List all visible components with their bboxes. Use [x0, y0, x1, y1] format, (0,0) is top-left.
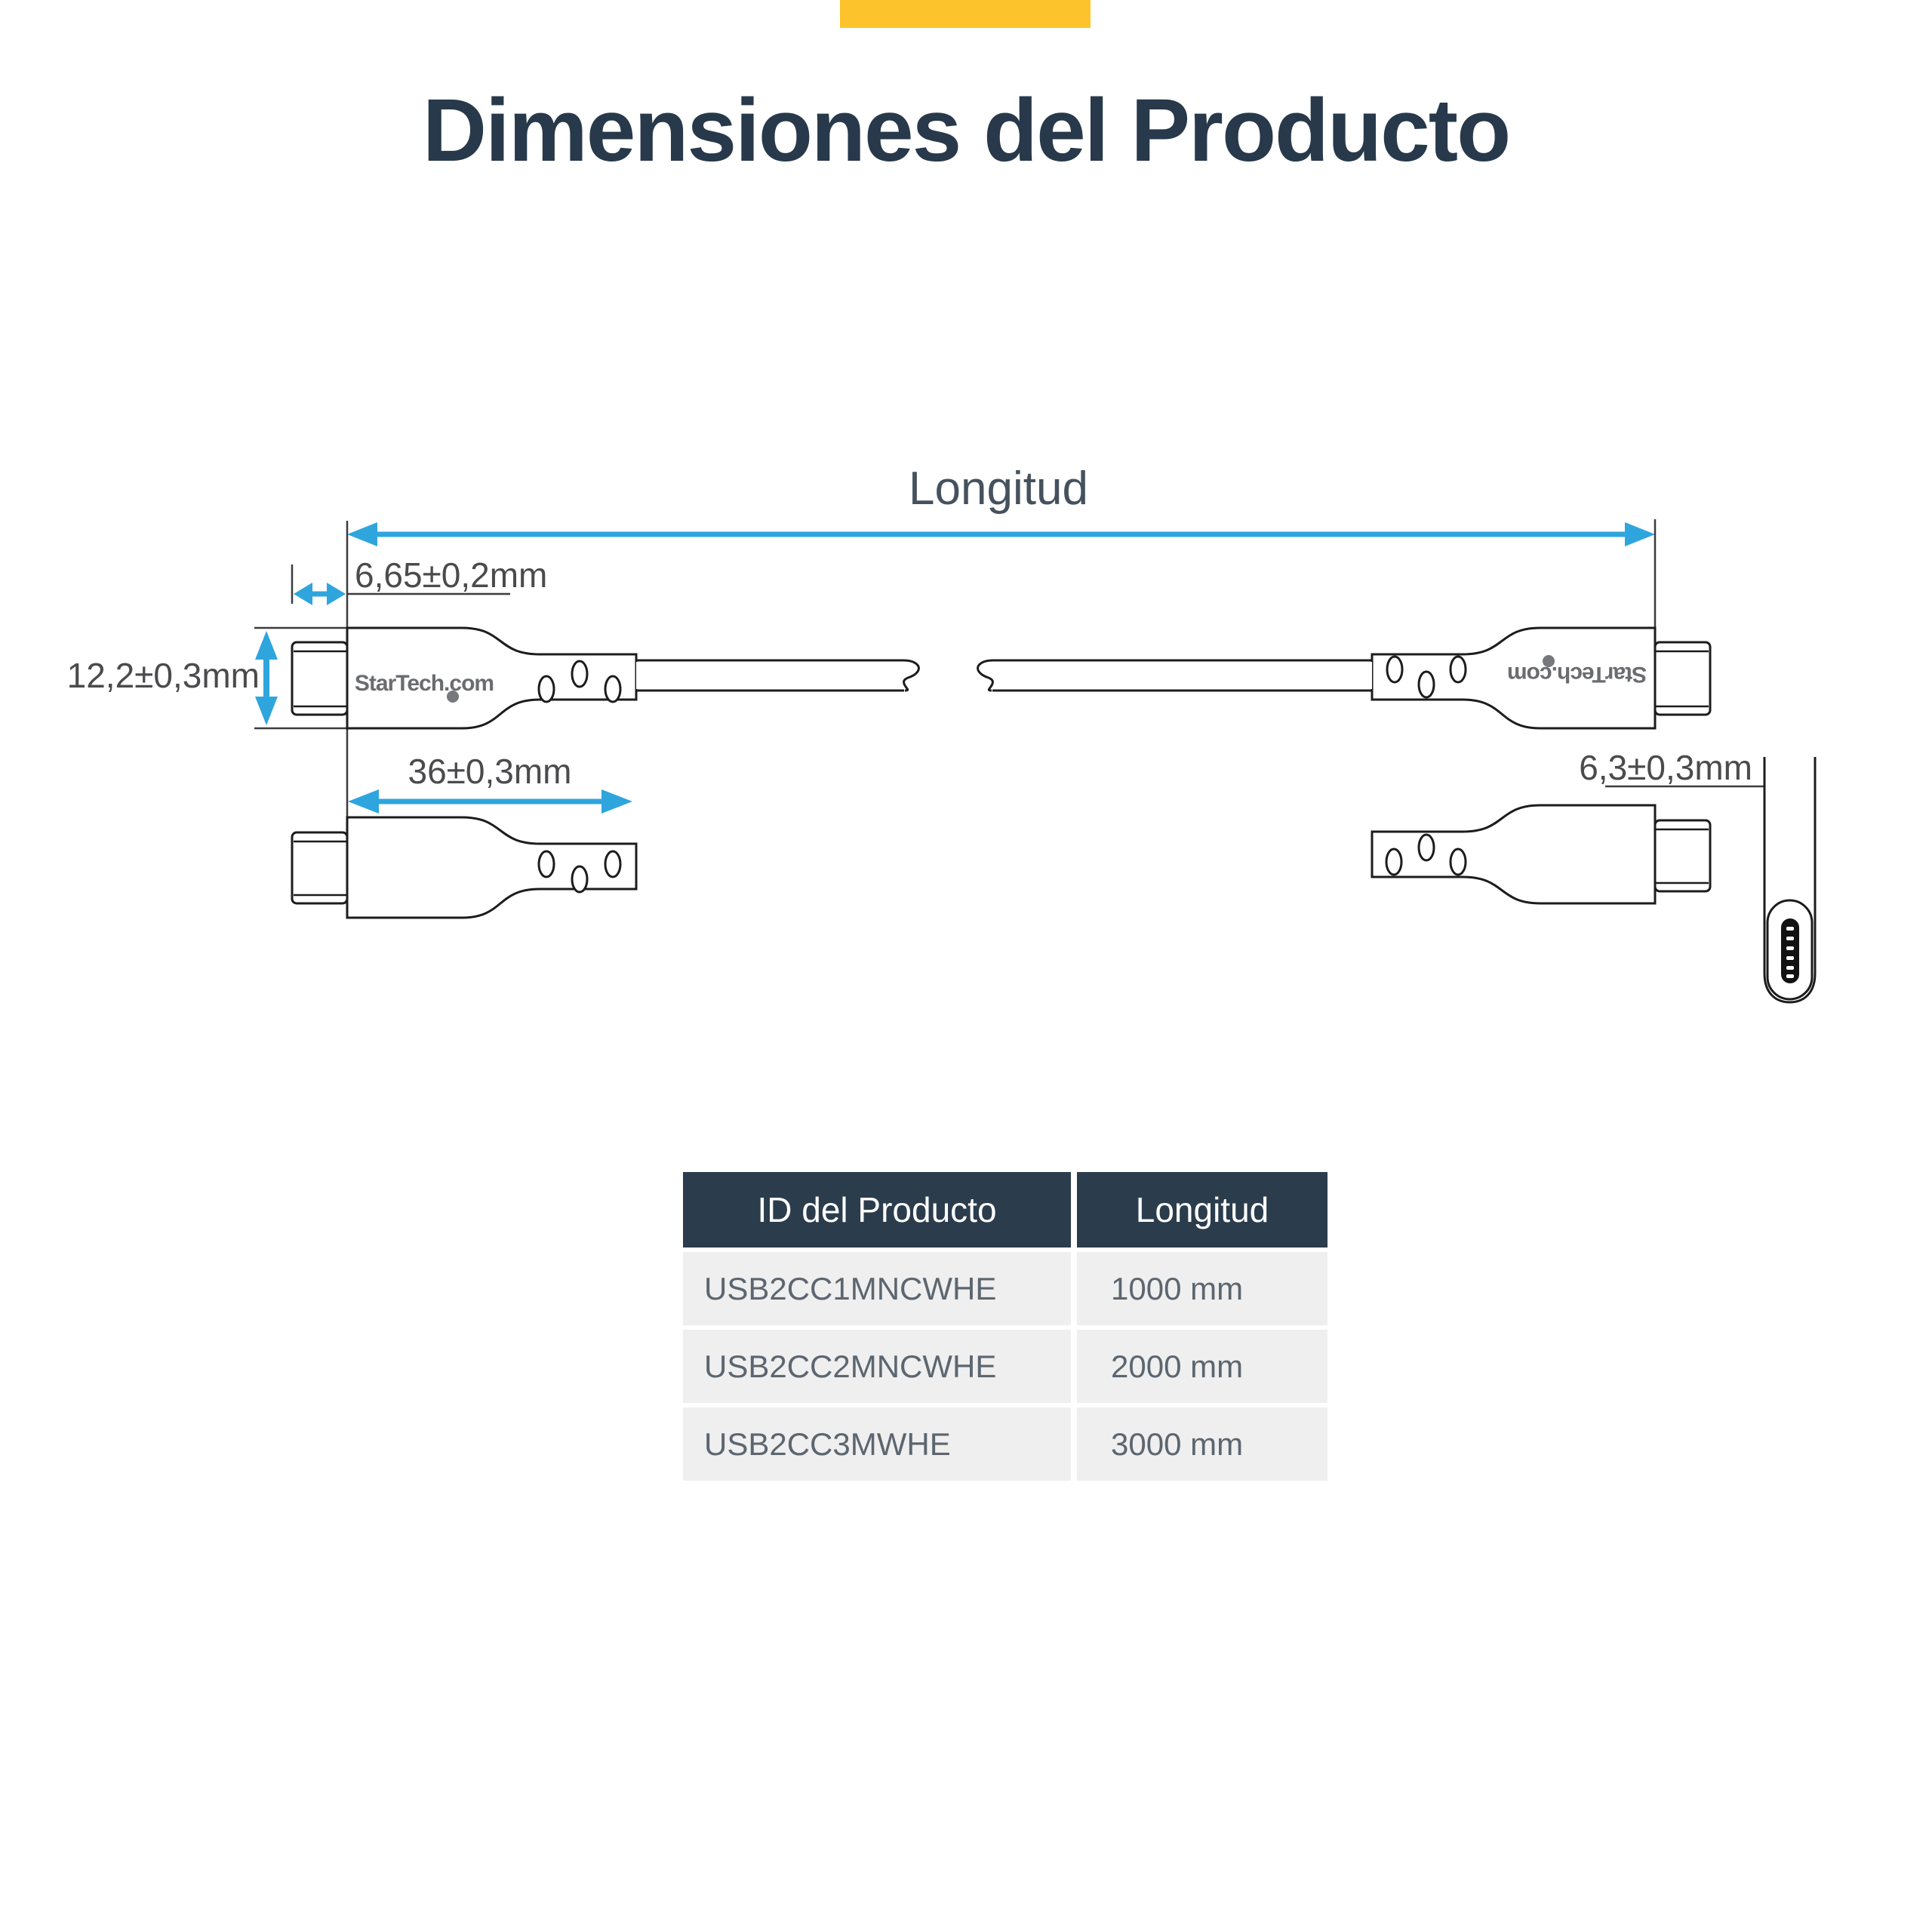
cable-break-left-icon	[903, 659, 920, 692]
plug-length-label: 6,65±0,2mm	[355, 555, 547, 595]
dimensions-diagram: Longitud 6,65±0,2mm 12,2±0,3mm	[67, 463, 1817, 1004]
startech-logo: StarTech.com	[355, 671, 494, 703]
thickness-label: 6,3±0,3mm	[1579, 748, 1752, 787]
thickness-dimension: 6,3±0,3mm	[1579, 748, 1814, 797]
page-title: Dimensiones del Producto	[422, 81, 1511, 180]
left-connector-side-view: StarTech.com	[291, 626, 920, 730]
usb-c-plug-tip	[1654, 819, 1712, 893]
product-id-cell: USB2CC3MWHE	[683, 1407, 1071, 1481]
usb-c-pins	[1786, 927, 1794, 978]
product-id-cell: USB2CC2MNCWHE	[683, 1330, 1071, 1403]
right-connector-bottom-view	[1371, 804, 1712, 905]
body-length-label: 36±0,3mm	[408, 752, 572, 791]
plug-length-dimension: 6,65±0,2mm	[291, 555, 547, 605]
brand-accent-bar	[840, 0, 1091, 28]
svg-text:StarTech.com: StarTech.com	[355, 671, 494, 696]
startech-logo-rotated: StarTech.com	[1508, 655, 1647, 687]
connector-width-dimension: 12,2±0,3mm	[67, 626, 347, 730]
column-header-product-id: ID del Producto	[683, 1172, 1071, 1247]
cable-break-right-icon	[977, 659, 994, 692]
usb-c-plug-tip	[291, 831, 349, 905]
connector-width-label: 12,2±0,3mm	[67, 656, 260, 695]
product-length-table: ID del Producto Longitud USB2CC1MNCWHE 1…	[683, 1172, 1327, 1481]
arrowhead-right-icon	[1625, 522, 1655, 546]
length-cell: 3000 mm	[1077, 1407, 1327, 1481]
length-dimension-label: Longitud	[909, 463, 1088, 515]
table-row: USB2CC1MNCWHE 1000 mm	[683, 1252, 1327, 1325]
length-dimension: Longitud	[346, 463, 1657, 833]
left-connector-bottom-view	[291, 816, 638, 919]
length-cell: 1000 mm	[1077, 1252, 1327, 1325]
svg-text:StarTech.com: StarTech.com	[1508, 662, 1647, 687]
usb-c-plug-tip	[291, 641, 349, 716]
table-row: USB2CC3MWHE 3000 mm	[683, 1407, 1327, 1481]
usb-c-port-face	[1781, 918, 1799, 983]
right-connector-side-view: StarTech.com	[977, 626, 1712, 730]
column-header-length: Longitud	[1077, 1172, 1327, 1247]
table-header-row: ID del Producto Longitud	[683, 1172, 1327, 1247]
body-length-dimension: 36±0,3mm	[348, 752, 632, 814]
product-id-cell: USB2CC1MNCWHE	[683, 1252, 1071, 1325]
table-row: USB2CC2MNCWHE 2000 mm	[683, 1330, 1327, 1403]
length-cell: 2000 mm	[1077, 1330, 1327, 1403]
connector-edge-profile	[1763, 757, 1817, 1004]
usb-c-plug-tip	[1654, 641, 1712, 716]
arrowhead-left-icon	[347, 522, 377, 546]
